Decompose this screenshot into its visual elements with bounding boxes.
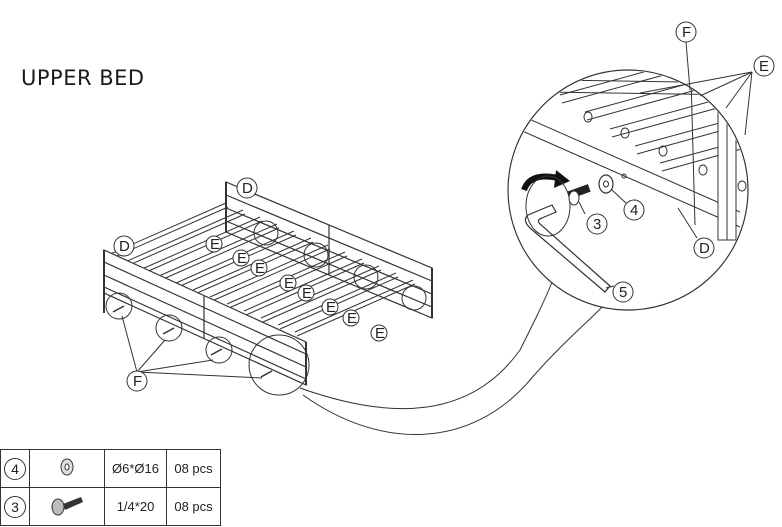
svg-text:E: E <box>375 325 385 342</box>
svg-text:D: D <box>119 238 130 255</box>
callout-5: 5 <box>612 281 634 303</box>
washer-icon <box>60 458 74 476</box>
bed-frame <box>103 181 433 386</box>
svg-text:F: F <box>682 24 691 41</box>
diagram-title: UPPER BED <box>21 66 145 90</box>
callout-3: 3 <box>586 213 608 235</box>
part-number: 3 <box>4 495 26 518</box>
f-leaders <box>121 315 263 379</box>
svg-text:E: E <box>237 250 247 267</box>
part-size: Ø6*Ø16 <box>104 449 167 488</box>
svg-text:D: D <box>699 240 710 257</box>
parts-row-bolt: 3 1/4*20 08 pcs <box>0 487 221 526</box>
svg-text:E: E <box>759 58 769 75</box>
callout-e-7: E <box>342 309 360 327</box>
callout-e-4: E <box>279 274 297 292</box>
zoom-leaders <box>578 41 753 289</box>
zoom-detail <box>507 69 749 311</box>
callout-d-back: D <box>236 177 258 199</box>
callout-d-front: D <box>113 235 135 257</box>
parts-row-washer: 4 Ø6*Ø16 08 pcs <box>0 449 221 488</box>
part-qty: 08 pcs <box>166 487 221 526</box>
callout-e-3: E <box>250 259 268 277</box>
callout-e-6: E <box>321 298 339 316</box>
svg-text:E: E <box>326 299 336 316</box>
svg-text:E: E <box>255 260 265 277</box>
zoom-connector <box>299 281 605 436</box>
callout-e-8: E <box>370 324 388 342</box>
callout-e-zoom: E <box>753 55 775 77</box>
svg-text:E: E <box>210 236 220 253</box>
callout-e-2: E <box>232 249 250 267</box>
callout-f: F <box>126 370 148 392</box>
parts-table: 4 Ø6*Ø16 08 pcs 3 1/4*20 08 pcs <box>0 449 221 526</box>
svg-text:3: 3 <box>593 216 601 233</box>
part-qty: 08 pcs <box>166 449 221 488</box>
callout-f-zoom: F <box>675 21 697 43</box>
detail-markers <box>105 220 427 396</box>
part-size: 1/4*20 <box>104 487 167 526</box>
callout-e-5: E <box>297 284 315 302</box>
callout-d-zoom: D <box>693 237 715 259</box>
svg-text:F: F <box>133 373 142 390</box>
part-number: 4 <box>4 457 26 480</box>
callout-e-1: E <box>205 235 223 253</box>
svg-text:E: E <box>347 310 357 327</box>
svg-text:5: 5 <box>619 284 627 301</box>
svg-text:D: D <box>242 180 253 197</box>
svg-text:4: 4 <box>630 202 638 219</box>
svg-text:E: E <box>302 285 312 302</box>
bolt-icon <box>51 497 83 516</box>
callout-4: 4 <box>623 199 645 221</box>
svg-text:E: E <box>284 275 294 292</box>
